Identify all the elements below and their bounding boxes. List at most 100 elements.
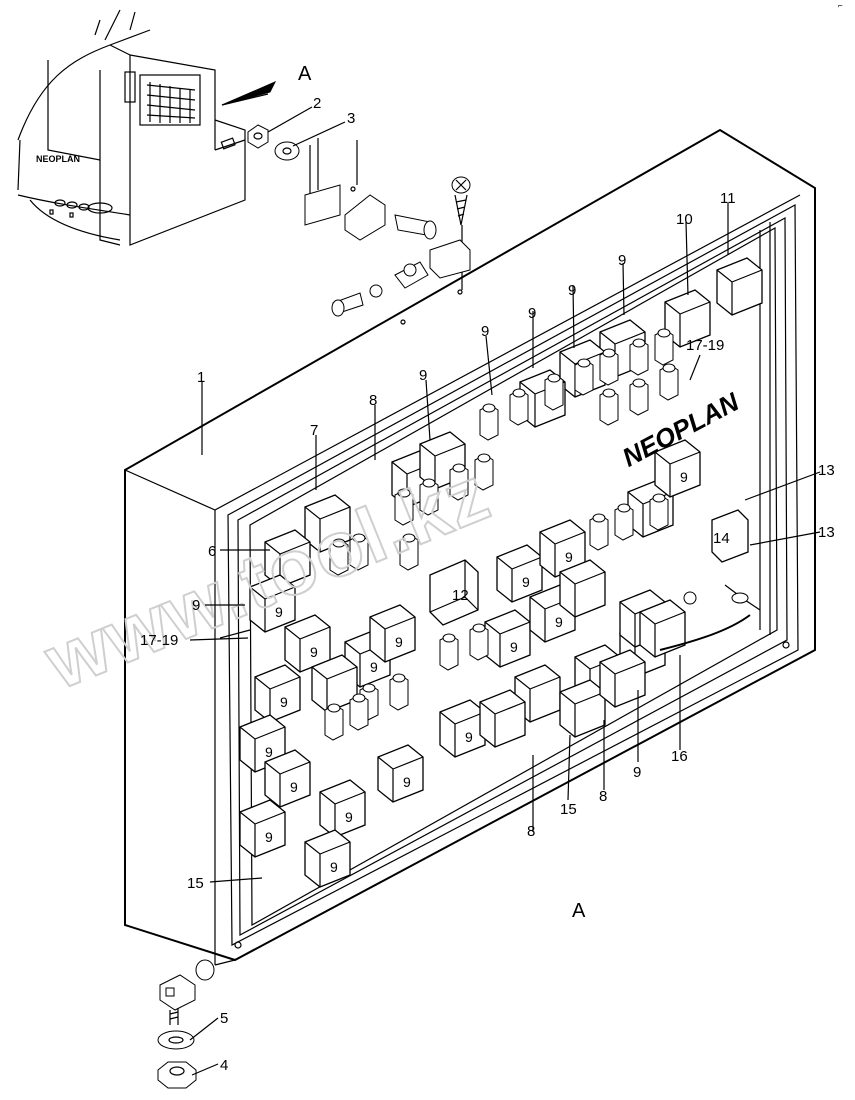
relay: [599, 649, 646, 708]
relay: [264, 529, 311, 588]
fuse-cap: [602, 388, 616, 398]
fuse-cap: [442, 633, 456, 643]
relay-9-label: 9: [265, 744, 273, 760]
callout-3: 3: [347, 110, 355, 127]
fuse-cap: [352, 693, 366, 703]
bottom-view-label: A: [572, 900, 586, 922]
fuse-cap: [472, 623, 486, 633]
relay: [639, 599, 686, 658]
relay: [479, 689, 526, 748]
callout-9-t2: 9: [481, 323, 489, 340]
fuse-cap: [392, 673, 406, 683]
fuse-cap: [402, 533, 416, 543]
relay-14-label: 14: [713, 530, 730, 547]
fuse-cap: [632, 378, 646, 388]
cable: [659, 614, 751, 651]
relay-9-label: 9: [265, 829, 273, 845]
fuse-cap: [332, 538, 346, 548]
bus-inset: NEOPLAN: [17, 9, 277, 246]
callout-13-a: 13: [818, 462, 835, 479]
relay-9-label: 9: [280, 694, 288, 710]
relay-9: 9: [654, 439, 701, 498]
relay-9-label: 9: [510, 639, 518, 655]
callout-16: 16: [671, 748, 688, 765]
callout-17-19-left: 17-19: [140, 632, 178, 649]
callout-9-bottom: 9: [633, 764, 641, 781]
fuse-cap: [592, 513, 606, 523]
callout-9-t5: 9: [618, 252, 626, 269]
fuse-cap: [352, 533, 366, 543]
callout-5: 5: [220, 1010, 228, 1027]
fuse-cap: [547, 373, 561, 383]
relay-9: 9: [249, 574, 296, 633]
relay: [559, 559, 606, 618]
relay-9: 9: [284, 614, 331, 673]
relay-9: 9: [319, 779, 366, 838]
callout-17-19-right: 17-19: [686, 337, 724, 354]
relay-9-label: 9: [395, 634, 403, 650]
relay-14: 14: [711, 509, 749, 563]
corner-mark: ⌐: [838, 1, 843, 10]
fuse-cap: [452, 463, 466, 473]
fuse-field: [324, 328, 679, 741]
relay-9-label: 9: [290, 779, 298, 795]
relay-9: 9: [369, 604, 416, 663]
callout-6: 6: [208, 543, 216, 560]
fuse-cap: [632, 338, 646, 348]
fuse-cap: [577, 358, 591, 368]
callout-labels: 2 3 1 8 7 9 9 9 9 9 10 11 17-19 13 13 6 …: [140, 1, 843, 1074]
callout-10: 10: [676, 211, 693, 228]
relay-9: 9: [304, 829, 351, 888]
fuse-cap: [652, 493, 666, 503]
callout-2: 2: [313, 95, 321, 112]
leader-lines: [189, 106, 821, 1076]
relay: [716, 257, 763, 316]
callout-8-top: 8: [369, 392, 377, 409]
view-arrow-label: A: [298, 63, 312, 85]
callout-11: 11: [720, 190, 736, 207]
relay-9-label: 9: [522, 574, 530, 590]
callout-15-b: 15: [560, 801, 577, 818]
relay-9-label: 9: [370, 659, 378, 675]
relay-9-label: 9: [680, 469, 688, 485]
fuse-cap: [422, 478, 436, 488]
fuse-cap: [617, 503, 631, 513]
relay-9: 9: [377, 744, 424, 803]
fuse-cap: [362, 683, 376, 693]
fuse-cap: [482, 403, 496, 413]
relay-12-label: 12: [452, 587, 469, 604]
relay-9: 9: [484, 609, 531, 668]
callout-8-c: 8: [599, 788, 607, 805]
callout-9-left: 9: [192, 597, 200, 614]
callout-15-left: 15: [187, 875, 204, 892]
relay-9-label: 9: [403, 774, 411, 790]
fuse-cap: [662, 363, 676, 373]
callout-9-t1: 9: [419, 367, 427, 384]
fuse-cap: [397, 488, 411, 498]
relay: [559, 679, 606, 738]
fuse-cap: [477, 453, 491, 463]
relay-9-label: 9: [555, 614, 563, 630]
relay-9: 9: [439, 699, 486, 758]
relay-9-label: 9: [310, 644, 318, 660]
fuse-cap: [602, 348, 616, 358]
callout-7: 7: [310, 422, 318, 439]
fuse-cap: [327, 703, 341, 713]
callout-13-b: 13: [818, 524, 835, 541]
relay-9: 9: [264, 749, 311, 808]
fuse-cap: [512, 388, 526, 398]
callout-9-t4: 9: [568, 282, 576, 299]
enclosure: [124, 128, 816, 1089]
bus-brand: NEOPLAN: [36, 154, 80, 164]
relay-9-label: 9: [330, 859, 338, 875]
relay-12: 12: [429, 559, 479, 626]
relay-9-label: 9: [275, 604, 283, 620]
callout-1: 1: [197, 369, 205, 386]
callout-4: 4: [220, 1057, 228, 1074]
callout-9-t3: 9: [528, 305, 536, 322]
relay-9: 9: [254, 664, 301, 723]
relay-9-label: 9: [345, 809, 353, 825]
relay-9: 9: [496, 544, 543, 603]
